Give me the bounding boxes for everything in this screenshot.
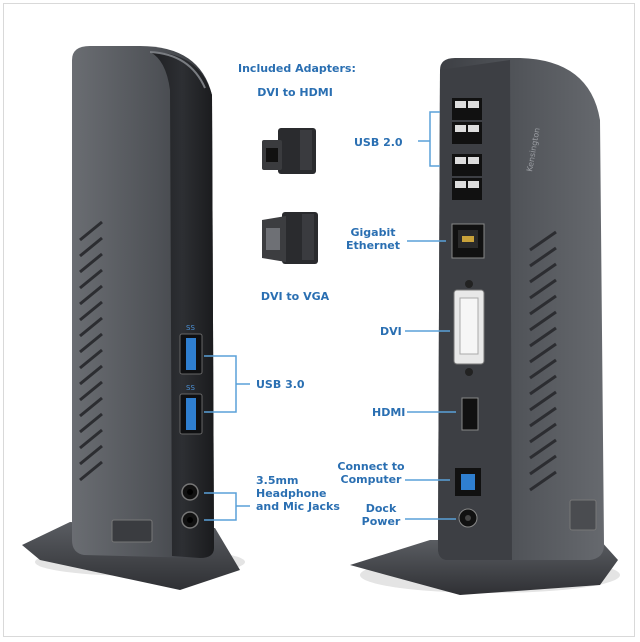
leader-lines	[204, 111, 456, 521]
label-computer: Connect to Computer	[334, 460, 408, 486]
power-port	[458, 508, 478, 528]
label-usb2: USB 2.0	[354, 136, 403, 149]
adapter-dvi-vga	[262, 212, 318, 264]
dock-rear-vents	[529, 230, 557, 492]
label-computer-line1: Connect to	[337, 460, 405, 473]
leader-usb3	[204, 355, 250, 413]
label-jacks-line3: and Mic Jacks	[256, 500, 340, 513]
usb2-ports	[452, 98, 482, 200]
audio-jacks	[181, 483, 199, 529]
label-jacks-line2: Headphone	[256, 487, 327, 500]
dock-rear: Kensington	[350, 58, 620, 595]
label-ethernet-line2: Ethernet	[345, 239, 401, 252]
label-power: Dock Power	[356, 502, 406, 528]
label-ethernet: Gigabit Ethernet	[340, 226, 406, 252]
svg-text:SS: SS	[186, 384, 195, 392]
label-power-line2: Power	[361, 515, 401, 528]
adapter-label-dvi-hdmi: DVI to HDMI	[257, 86, 333, 99]
dvi-port	[453, 280, 485, 376]
hdmi-port	[461, 397, 479, 431]
label-computer-line2: Computer	[340, 473, 402, 486]
dock-front-badge	[111, 519, 153, 543]
label-jacks-line1: 3.5mm	[256, 474, 299, 487]
dock-front: SS SS	[22, 46, 245, 590]
label-usb3: USB 3.0	[256, 378, 305, 391]
adapters-header: Included Adapters:	[238, 62, 356, 75]
label-jacks: 3.5mm Headphone and Mic Jacks	[256, 474, 340, 513]
svg-text:SS: SS	[186, 324, 195, 332]
adapter-dvi-hdmi	[262, 128, 316, 174]
label-hdmi: HDMI	[372, 406, 406, 419]
dock-front-vents	[79, 220, 103, 482]
label-power-line1: Dock	[365, 502, 397, 515]
leader-usb2	[418, 111, 440, 167]
leader-jacks	[204, 492, 250, 521]
usb-upstream-port	[455, 468, 481, 496]
adapter-label-dvi-vga: DVI to VGA	[260, 290, 330, 303]
label-ethernet-line1: Gigabit	[350, 226, 396, 239]
ethernet-port	[451, 223, 485, 259]
usb3-ports: SS SS	[179, 324, 203, 435]
label-dvi: DVI	[380, 325, 402, 338]
dock-rear-badge	[569, 499, 597, 531]
